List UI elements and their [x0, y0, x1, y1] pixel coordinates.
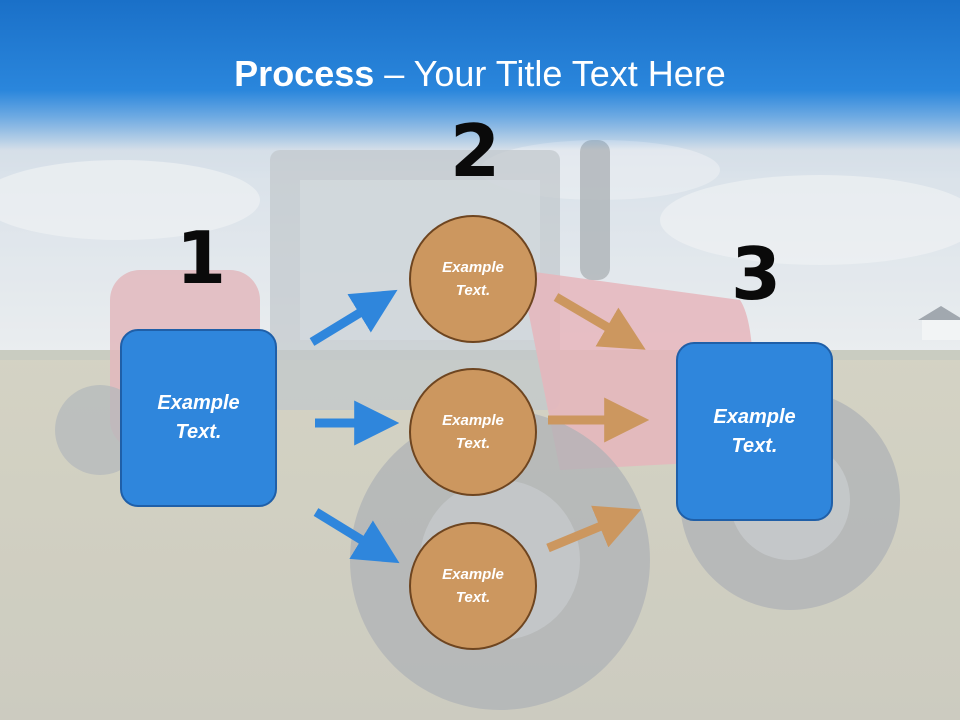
arrow-right-icon	[546, 505, 642, 553]
title-bar	[0, 0, 960, 150]
step-2-circle-3[interactable]: Example Text.	[409, 522, 537, 650]
arrow-right-icon	[309, 289, 398, 346]
step-2-circle-2[interactable]: Example Text.	[409, 368, 537, 496]
step-2-circle-1[interactable]: Example Text.	[409, 215, 537, 343]
slide-title: Process – Your Title Text Here	[0, 52, 960, 96]
title-rest: – Your Title Text Here	[374, 53, 726, 94]
step-3-number: 3	[731, 232, 782, 316]
step-1-box[interactable]: Example Text.	[120, 329, 277, 507]
arrow-right-icon	[553, 293, 646, 350]
step-3-box[interactable]: Example Text.	[676, 342, 833, 521]
arrow-right-icon	[313, 508, 400, 564]
step-1-number: 1	[176, 216, 227, 300]
title-bold: Process	[234, 53, 375, 94]
step-2-number: 2	[450, 109, 501, 193]
